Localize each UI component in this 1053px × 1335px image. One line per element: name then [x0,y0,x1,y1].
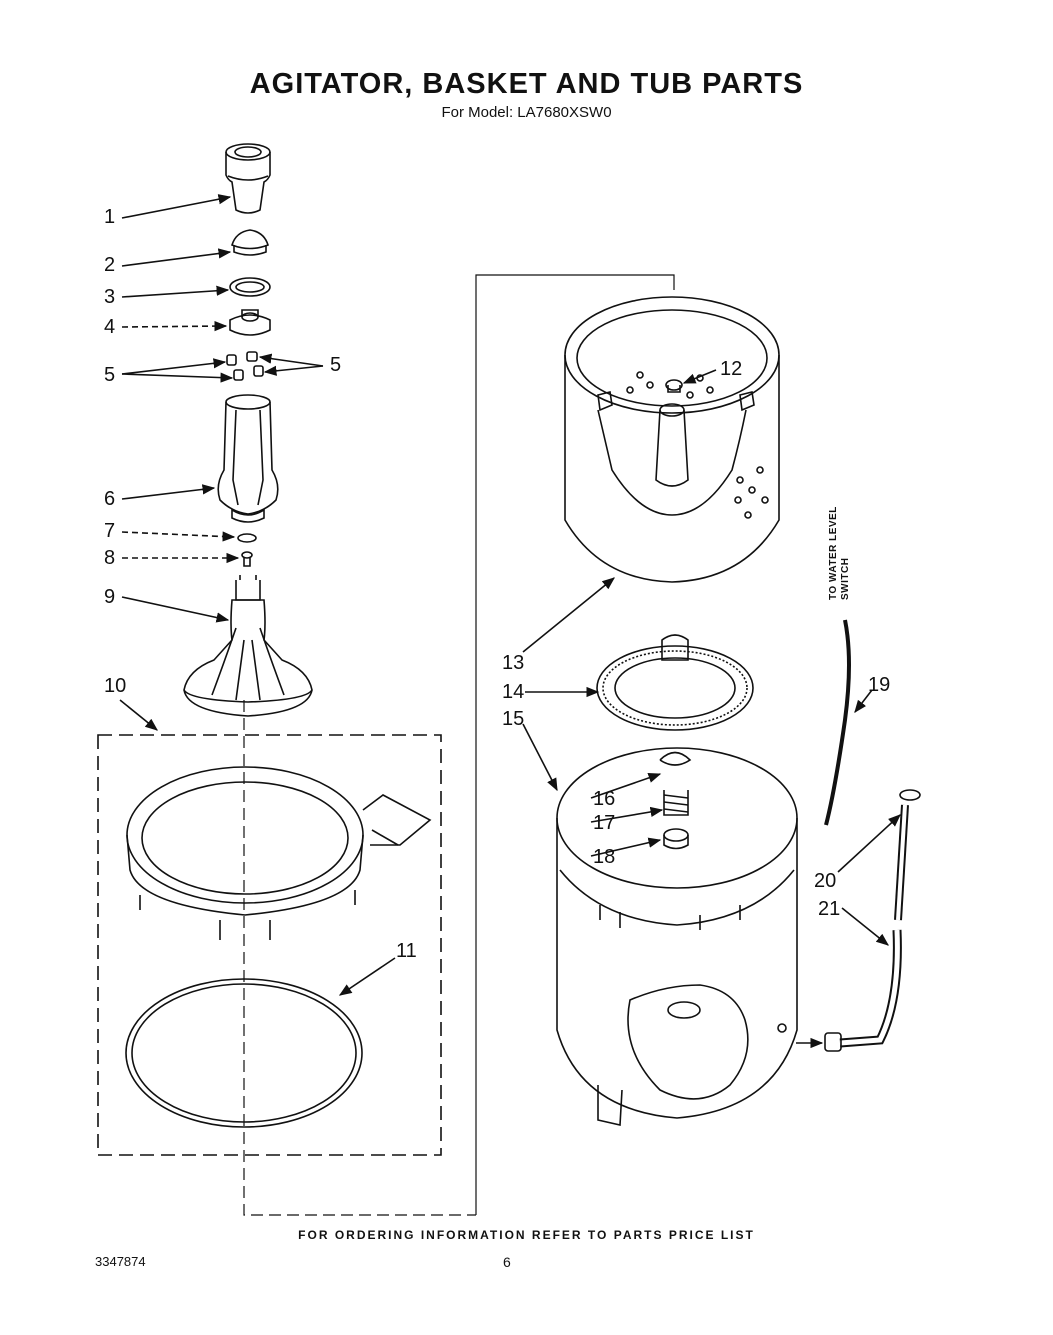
callout-6: 6 [104,488,116,510]
callout-10: 10 [104,675,127,697]
leader-9 [121,596,230,623]
callout-8: 8 [104,547,116,569]
callout-21: 21 [818,898,841,920]
leader-6 [121,484,216,500]
part-1-agitator-cap [225,143,271,214]
part-6-agitator-barrel [217,394,279,523]
callout-5-right: 5 [330,354,342,376]
callout-12: 12 [720,358,743,380]
part-3-ring [229,277,271,297]
leader-1 [121,194,232,219]
leader-5c [258,353,324,367]
leader-2 [121,248,232,267]
water-level-switch-note: TO WATER LEVEL SWITCH [826,500,851,600]
part-20-clamp [899,789,921,801]
callout-20: 20 [814,870,837,892]
callout-9: 9 [104,586,116,608]
part-5-dogs [226,351,264,381]
callout-11: 11 [396,940,417,962]
callout-14: 14 [502,681,525,703]
leader-19 [854,689,873,714]
callout-2: 2 [104,254,116,276]
leader-11 [338,957,396,996]
part-7-seal [237,533,257,543]
callout-19: 19 [868,674,891,696]
part-10-group-box [97,734,442,1156]
part-10-tub-ring [126,766,432,940]
part-15-outer-tub [556,747,798,1126]
part-12-nut [665,379,683,393]
part-9-agitator-base [183,575,313,717]
part-2-cam [231,229,269,256]
leader-12 [682,369,717,384]
callout-5-left: 5 [104,364,116,386]
page-number: 6 [503,1254,511,1270]
leader-5d [263,365,324,376]
page-title: AGITATOR, BASKET AND TUB PARTS [249,68,804,100]
leader-5b [121,372,234,383]
center-line-right [475,274,675,1215]
leader-17 [590,806,664,823]
part-19-hose [824,619,851,826]
leader-20 [837,814,901,873]
leader-13 [522,577,615,653]
callout-16: 16 [593,788,616,810]
leader-4 [121,320,228,332]
callout-7: 7 [104,520,116,542]
part-21-drain-hose [824,804,909,1052]
side-note-line1: TO WATER LEVEL [828,506,839,600]
callout-3: 3 [104,286,116,308]
leader-18 [590,837,662,857]
model-subtitle: For Model: LA7680XSW0 [441,104,612,121]
leader-7 [121,531,236,542]
callout-13: 13 [502,652,525,674]
leader-15 [522,723,558,792]
part-13-basket [564,296,780,583]
leader-10 [119,699,158,731]
leader-21 [841,907,889,946]
leader-3 [121,285,230,298]
part-4-dog-assembly [229,309,271,336]
part-18-bearing [663,828,689,850]
callout-4: 4 [104,316,116,338]
leader-16 [590,772,662,799]
document-number: 3347874 [95,1254,146,1269]
callout-1: 1 [104,206,116,228]
part-8-bolt [241,551,253,567]
part-17-spring [663,790,689,816]
callout-17: 17 [593,812,616,834]
center-line-left [243,700,476,1216]
part-14-hub-ring [596,634,754,731]
leader-5a [121,358,227,375]
part-16-clip [659,751,692,766]
callout-15: 15 [502,708,525,730]
callout-18: 18 [593,846,616,868]
ordering-info-footer: FOR ORDERING INFORMATION REFER TO PARTS … [298,1228,755,1242]
side-note-line2: SWITCH [840,557,851,600]
